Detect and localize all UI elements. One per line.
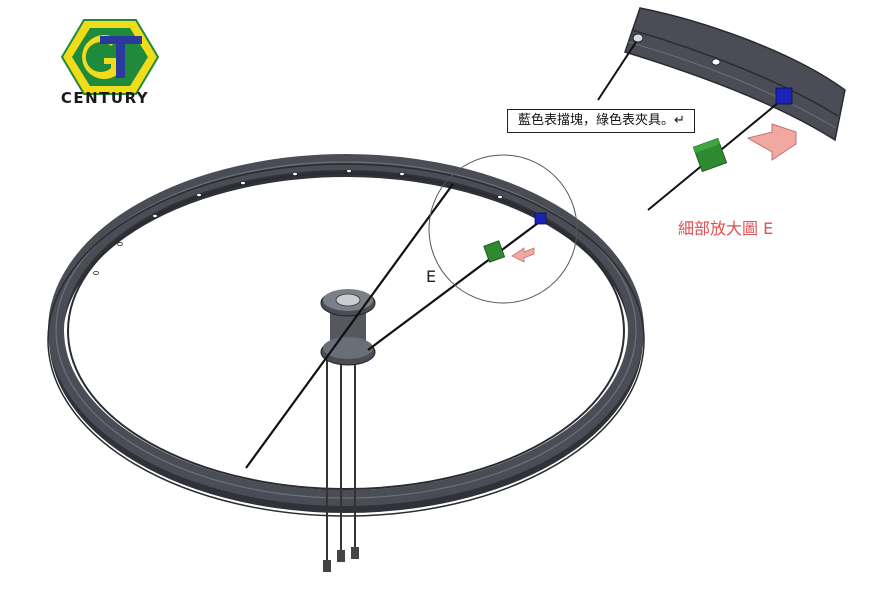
spoke-hole [117, 241, 123, 246]
detail-rim-groove [627, 41, 837, 129]
century-logo: CENTURY [60, 19, 160, 107]
spoke-hole [346, 168, 352, 173]
axle-nut [351, 547, 359, 559]
stop-block [534, 212, 547, 225]
detail-direction-arrow [746, 123, 797, 161]
detail-clamp-block [692, 137, 728, 173]
hub [320, 289, 376, 572]
spoke-holes [93, 168, 503, 275]
detail-spoke-hole [711, 58, 721, 66]
hub-flange-bottom-top [323, 337, 373, 359]
callout-box: 藍色表擋塊，綠色表夾具。↵ [507, 109, 695, 133]
logo-text: CENTURY [61, 89, 149, 107]
spoke-hole [497, 194, 503, 199]
detail-rim-segment [624, 7, 846, 142]
spokes [245, 183, 543, 469]
detail-spoke [597, 41, 637, 101]
detail-spoke-hole [632, 33, 644, 43]
axle-nut [323, 560, 331, 572]
wheel-rim [47, 154, 645, 517]
spoke-hole [152, 213, 158, 218]
axle-nut [337, 550, 345, 562]
rim-groove [55, 161, 637, 499]
spoke [245, 183, 454, 469]
detail-view [597, 7, 846, 211]
clamp-block [483, 240, 506, 263]
main-spoke-fixtures [483, 212, 547, 263]
direction-arrow [511, 247, 535, 263]
spoke-hole [292, 171, 298, 176]
rim-inner-edge [67, 172, 625, 490]
detail-label-e: E [426, 267, 437, 286]
spoke-hole [240, 180, 246, 185]
rim-outer-edge [47, 163, 645, 517]
logo-letter-t-stem [116, 36, 125, 78]
detail-caption: 細部放大圖 E [678, 219, 774, 238]
detail-stop-block [775, 87, 793, 105]
spoke-hole [399, 171, 405, 176]
detail-circle [428, 154, 578, 304]
hub-bore [335, 293, 361, 307]
detail-rim-groove [631, 29, 839, 117]
spoke-hole [93, 270, 99, 275]
spoke-hole [196, 192, 202, 197]
